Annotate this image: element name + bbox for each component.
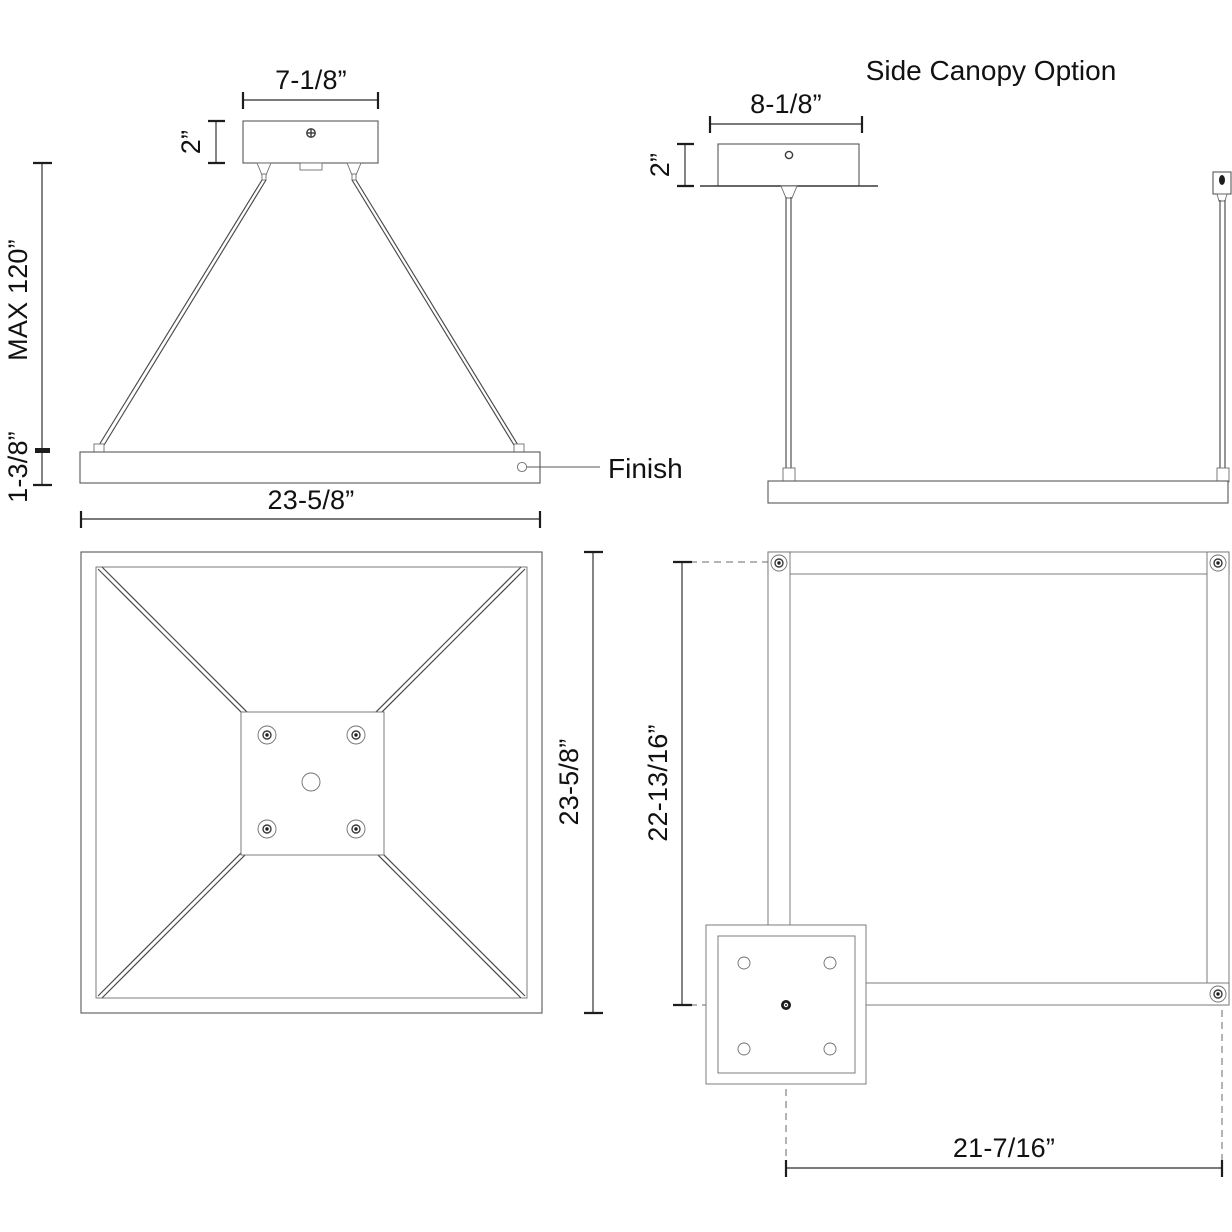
front-elevation-view — [33, 92, 600, 528]
canopy-width-label: 7-1/8” — [275, 65, 347, 95]
side-plan-horizontal-label: 21-7/16” — [953, 1133, 1055, 1163]
plan-view — [80, 550, 603, 1015]
fixture-bar-elevation — [79, 451, 541, 484]
side-canopy-plan-view — [673, 551, 1230, 1177]
suspension-cables — [95, 179, 522, 451]
side-canopy-width-dimension — [708, 116, 864, 133]
mounting-hole-top-left — [737, 956, 751, 970]
canopy-height-label: 2” — [176, 130, 206, 154]
corner-anchor-top-left — [770, 554, 788, 572]
fixture-width-label: 23-5/8” — [268, 485, 355, 515]
anchor-bottom-right — [346, 819, 366, 839]
anchor-bottom-left — [257, 819, 277, 839]
side-canopy-plate-plan — [705, 924, 867, 1085]
side-canopy-height-dimension — [677, 142, 694, 188]
side-plan-frame — [767, 551, 1230, 1006]
plan-depth-label: 23-5/8” — [554, 739, 584, 826]
drop-height-dimension — [33, 161, 52, 487]
canopy-width-dimension — [241, 92, 380, 109]
plan-depth-dimension — [584, 550, 603, 1015]
mounting-hole-bottom-right — [823, 1042, 837, 1056]
cable-exit-left — [256, 162, 272, 181]
corner-anchor-bottom-right — [1209, 985, 1227, 1003]
cable-exit-right — [346, 162, 362, 181]
side-canopy-height-label: 2” — [645, 153, 675, 177]
side-canopy-elevation-view — [677, 116, 1232, 504]
mounting-hole-top-right — [823, 956, 837, 970]
plan-suspension-cables — [97, 566, 526, 999]
side-plan-vertical-label: 22-13/16” — [643, 724, 673, 841]
plan-center-hole — [301, 772, 321, 792]
side-canopy-width-label: 8-1/8” — [750, 89, 822, 119]
fixture-height-label: 1-3/8” — [3, 431, 33, 503]
side-plan-corner-anchors — [770, 554, 1227, 1003]
plan-cable-anchors — [257, 725, 366, 839]
mounting-hole-bottom-left — [737, 1042, 751, 1056]
corner-anchor-top-right — [1209, 554, 1227, 572]
ceiling-canopy — [242, 120, 379, 171]
side-canopy-body — [700, 143, 878, 199]
fixture-width-dimension — [79, 511, 542, 528]
max-drop-label: MAX 120” — [3, 239, 33, 361]
anchor-top-left — [257, 725, 277, 745]
plan-inner-frame — [95, 566, 528, 999]
canopy-height-dimension — [208, 119, 225, 165]
finish-callout-label: Finish — [608, 453, 683, 484]
side-plan-horizontal-dimension — [784, 1160, 1224, 1177]
side-plan-vertical-dimension — [673, 560, 692, 1007]
side-canopy-fixture-bar — [767, 480, 1229, 504]
side-canopy-right-bracket — [1212, 171, 1232, 483]
side-canopy-option-title: Side Canopy Option — [866, 55, 1117, 86]
anchor-top-right — [346, 725, 366, 745]
side-canopy-left-rod — [782, 197, 796, 483]
